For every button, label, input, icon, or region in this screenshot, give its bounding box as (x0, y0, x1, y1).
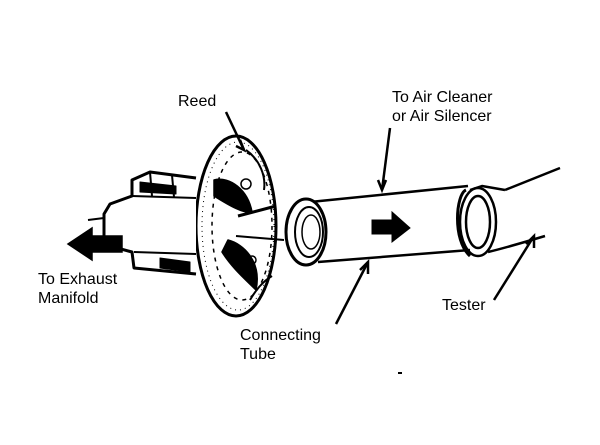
leader-lines (224, 111, 536, 325)
connecting-tube (284, 184, 471, 267)
label-reed: Reed (178, 93, 217, 110)
label-to-exhaust-manifold: To Exhaust Manifold (38, 270, 117, 308)
label-connecting-tube-line2: Tube (240, 346, 276, 363)
label-to-air-cleaner-line1: To Air Cleaner (392, 89, 493, 106)
reed-valve-housing (194, 134, 285, 318)
label-to-exhaust-line1: To Exhaust (38, 271, 118, 288)
exhaust-fitting (87, 170, 197, 276)
label-to-air-cleaner-line2: or Air Silencer (392, 108, 492, 125)
label-connecting-tube: Connecting Tube (240, 326, 321, 364)
label-to-air-cleaner: To Air Cleaner or Air Silencer (392, 88, 493, 126)
air-cleaner-leader-line (380, 127, 392, 191)
tube-leader-line (334, 261, 370, 325)
label-tester: Tester (442, 297, 486, 314)
exhaust-arrow-left (66, 226, 123, 262)
tester (456, 166, 561, 258)
speck (398, 372, 402, 374)
label-connecting-tube-line1: Connecting (240, 327, 321, 344)
label-to-exhaust-line2: Manifold (38, 290, 99, 307)
airflow-arrow-right (371, 210, 411, 244)
tester-leader-line (492, 235, 536, 301)
